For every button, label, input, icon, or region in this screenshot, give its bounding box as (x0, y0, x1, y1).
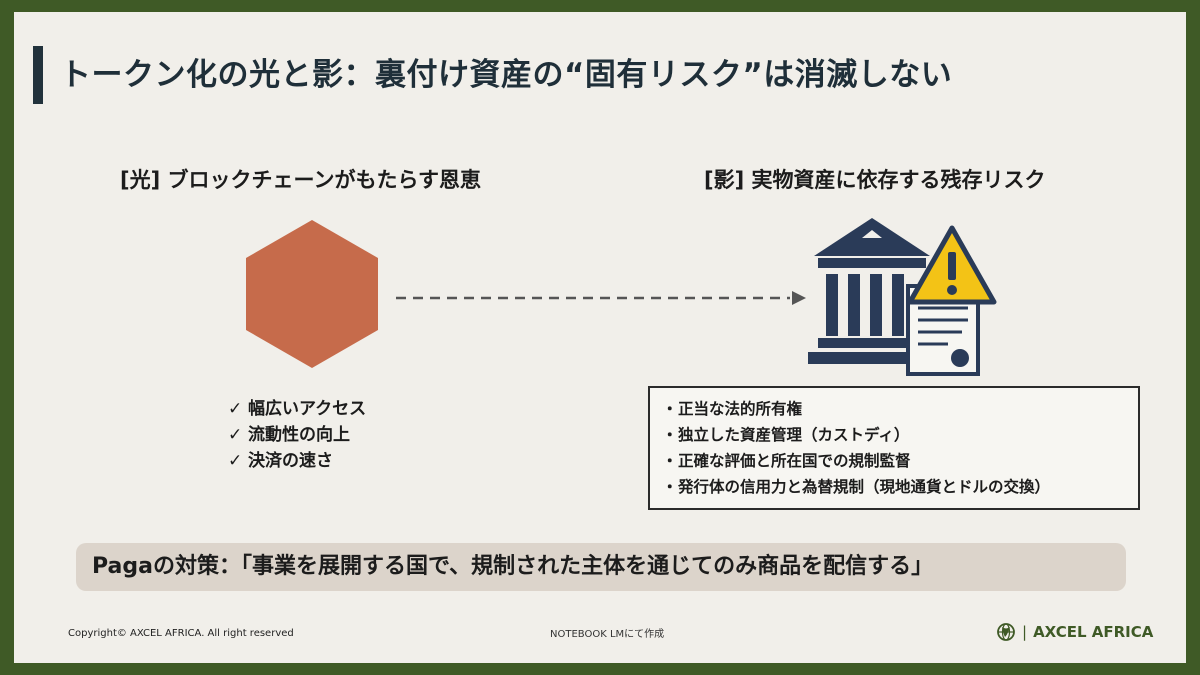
check-icon: ✓ (228, 425, 243, 445)
bullet-icon: ・ (662, 452, 678, 470)
list-item: ✓幅広いアクセス (228, 396, 366, 422)
risks-heading: [影] 実物資産に依存する残存リスク (704, 168, 1046, 192)
brand-separator: | (1022, 623, 1028, 641)
warning-icon (907, 225, 997, 305)
bullet-icon: ・ (662, 478, 678, 496)
hexagon-icon (246, 220, 378, 368)
brand-logo: | AXCEL AFRICA (996, 620, 1153, 644)
bank-building-icon (808, 218, 997, 376)
check-icon: ✓ (228, 399, 243, 419)
risks-box: ・正当な法的所有権 ・独立した資産管理（カストディ） ・正確な評価と所在国での規… (648, 386, 1140, 510)
brand-name: AXCEL AFRICA (1033, 623, 1154, 641)
dashed-arrow-icon (396, 291, 806, 305)
benefits-list: ✓幅広いアクセス ✓流動性の向上 ✓決済の速さ (228, 396, 366, 474)
list-item: ✓決済の速さ (228, 448, 366, 474)
copyright-text: Copyright© AXCEL AFRICA. All right reser… (68, 628, 294, 639)
slide: トークン化の光と影：裏付け資産の“固有リスク”は消滅しない [光] ブロックチェ… (14, 12, 1186, 663)
benefits-heading: [光] ブロックチェーンがもたらす恩恵 (120, 168, 482, 192)
list-item: ・正当な法的所有権 (662, 396, 1138, 422)
slide-title: トークン化の光と影：裏付け資産の“固有リスク”は消滅しない (60, 57, 953, 93)
risks-list: ・正当な法的所有権 ・独立した資産管理（カストディ） ・正確な評価と所在国での規… (662, 396, 1138, 500)
list-item: ・正確な評価と所在国での規制監督 (662, 448, 1138, 474)
credit-text: NOTEBOOK LMにて作成 (550, 629, 665, 640)
check-icon: ✓ (228, 451, 243, 471)
strategy-banner: Pagaの対策：「事業を展開する国で、規制された主体を通じてのみ商品を配信する」 (76, 543, 1126, 591)
bullet-icon: ・ (662, 426, 678, 444)
globe-logo-icon (997, 623, 1015, 641)
list-item: ・発行体の信用力と為替規制（現地通貨とドルの交換） (662, 474, 1138, 500)
list-item: ✓流動性の向上 (228, 422, 366, 448)
bullet-icon: ・ (662, 400, 678, 418)
list-item: ・独立した資産管理（カストディ） (662, 422, 1138, 448)
title-accent-bar (33, 46, 43, 104)
